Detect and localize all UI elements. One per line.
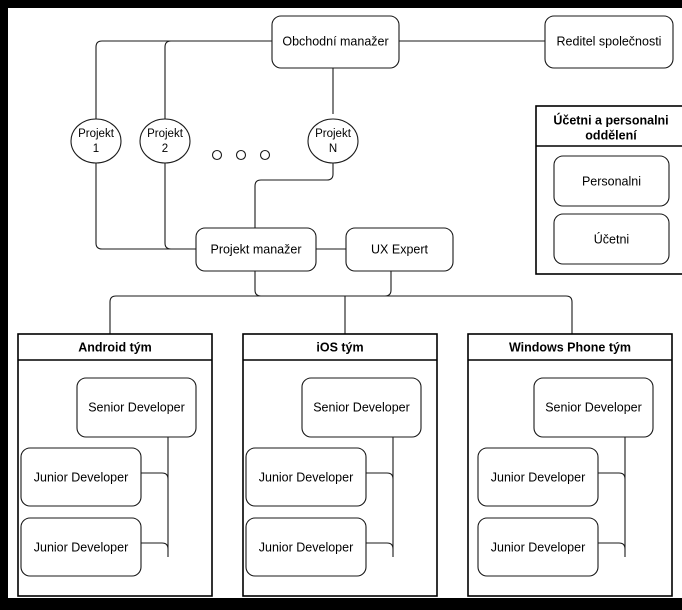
project-2-label-line1: Projekt (147, 128, 184, 140)
android-team-group: Android tým Senior Developer Junior Deve… (17, 333, 213, 597)
ios-senior-box[interactable] (301, 377, 422, 438)
accounting-label: Účetni (594, 231, 629, 246)
windows-phone-team-group: Windows Phone tým Senior Developer Junio… (467, 333, 673, 597)
ios-team-group: iOS tým Senior Developer Junior Develope… (242, 333, 438, 597)
sales-manager-box[interactable] (271, 15, 400, 69)
accounting-department-title-line1: Účetni a personalni (553, 112, 668, 127)
ios-junior-developer-1[interactable]: Junior Developer (245, 447, 367, 507)
connector-layer (95, 40, 573, 334)
android-senior-label: Senior Developer (88, 400, 185, 414)
node-project-manager[interactable]: Projekt manažer (195, 227, 317, 272)
org-chart-svg: Obchodní manažer Reditel společnosti Pro… (17, 15, 682, 597)
node-company-director[interactable]: Reditel společnosti (544, 15, 674, 69)
project-n-label-line2: N (329, 143, 337, 155)
edge-bus-to-android-team (109, 295, 345, 334)
windows-phone-junior-developer-1[interactable]: Junior Developer (477, 447, 599, 507)
ios-junior-2-box[interactable] (245, 517, 367, 577)
ios-team-internal-connectors (366, 437, 394, 557)
ux-expert-label: UX Expert (371, 242, 428, 256)
ellipsis-more-projects (211, 149, 271, 161)
windows-phone-senior-developer[interactable]: Senior Developer (533, 377, 654, 438)
ios-senior-label: Senior Developer (313, 400, 410, 414)
accounting-department-group: Účetni a personalni oddělení Personalni … (535, 105, 682, 275)
android-senior-box[interactable] (76, 377, 197, 438)
android-junior-1-label: Junior Developer (34, 470, 129, 484)
project-2-ellipse[interactable] (139, 118, 191, 164)
android-junior-developer-1[interactable]: Junior Developer (20, 447, 142, 507)
hr-box[interactable] (553, 155, 670, 207)
windows-phone-junior-1-label: Junior Developer (491, 470, 586, 484)
edge-project-2-to-sales-manager (164, 40, 272, 120)
node-project-2[interactable]: Projekt 2 (139, 118, 191, 164)
project-manager-label: Projekt manažer (210, 242, 301, 256)
company-director-box[interactable] (544, 15, 674, 69)
android-junior-2-box[interactable] (20, 517, 142, 577)
ios-senior-developer[interactable]: Senior Developer (301, 377, 422, 438)
company-director-label: Reditel společnosti (557, 34, 662, 48)
accounting-box[interactable] (553, 213, 670, 265)
ios-junior-2-label: Junior Developer (259, 540, 354, 554)
ux-expert-box[interactable] (345, 227, 454, 272)
android-junior-developer-2[interactable]: Junior Developer (20, 517, 142, 577)
edge-project-1-to-sales-manager (95, 40, 272, 120)
accounting-department-title-line2: oddělení (585, 128, 637, 142)
project-1-ellipse[interactable] (70, 118, 122, 164)
edge-project-manager-to-bus (254, 271, 339, 297)
node-hr[interactable]: Personalni (553, 155, 670, 207)
android-team-internal-connectors (141, 437, 169, 557)
ios-junior-1-box[interactable] (245, 447, 367, 507)
windows-phone-senior-label: Senior Developer (545, 400, 642, 414)
windows-phone-junior-2-label: Junior Developer (491, 540, 586, 554)
windows-phone-junior-developer-2[interactable]: Junior Developer (477, 517, 599, 577)
node-ux-expert[interactable]: UX Expert (345, 227, 454, 272)
windows-phone-senior-box[interactable] (533, 377, 654, 438)
android-senior-developer[interactable]: Senior Developer (76, 377, 197, 438)
windows-phone-junior-2-box[interactable] (477, 517, 599, 577)
windows-phone-team-title: Windows Phone tým (509, 340, 631, 354)
project-2-label-line2: 2 (162, 143, 168, 155)
ios-team-title: iOS tým (316, 340, 363, 354)
project-manager-box[interactable] (195, 227, 317, 272)
project-1-label-line2: 1 (93, 143, 99, 155)
project-1-label-line1: Projekt (78, 128, 115, 140)
windows-phone-team-internal-connectors (598, 437, 626, 557)
android-junior-1-box[interactable] (20, 447, 142, 507)
hr-label: Personalni (582, 174, 641, 188)
node-sales-manager[interactable]: Obchodní manažer (271, 15, 400, 69)
ellipsis-dot-1 (211, 149, 223, 161)
edge-ux-expert-to-bus (351, 271, 392, 297)
edge-project-2-to-project-manager (164, 163, 196, 250)
windows-phone-junior-1-box[interactable] (477, 447, 599, 507)
edge-project-1-to-project-manager (95, 163, 196, 250)
ellipsis-dot-2 (235, 149, 247, 161)
edge-project-n-to-project-manager (254, 163, 334, 228)
node-project-n[interactable]: Projekt N (307, 118, 359, 164)
ellipsis-dot-3 (259, 149, 271, 161)
project-n-ellipse[interactable] (307, 118, 359, 164)
android-junior-2-label: Junior Developer (34, 540, 129, 554)
ios-junior-1-label: Junior Developer (259, 470, 354, 484)
project-n-label-line1: Projekt (315, 128, 352, 140)
node-project-1[interactable]: Projekt 1 (70, 118, 122, 164)
edge-bus-to-windows-team (345, 295, 573, 334)
node-accounting[interactable]: Účetni (553, 213, 670, 265)
sales-manager-label: Obchodní manažer (282, 34, 388, 48)
ios-junior-developer-2[interactable]: Junior Developer (245, 517, 367, 577)
diagram-canvas: Obchodní manažer Reditel společnosti Pro… (8, 8, 682, 598)
android-team-title: Android tým (78, 340, 152, 354)
